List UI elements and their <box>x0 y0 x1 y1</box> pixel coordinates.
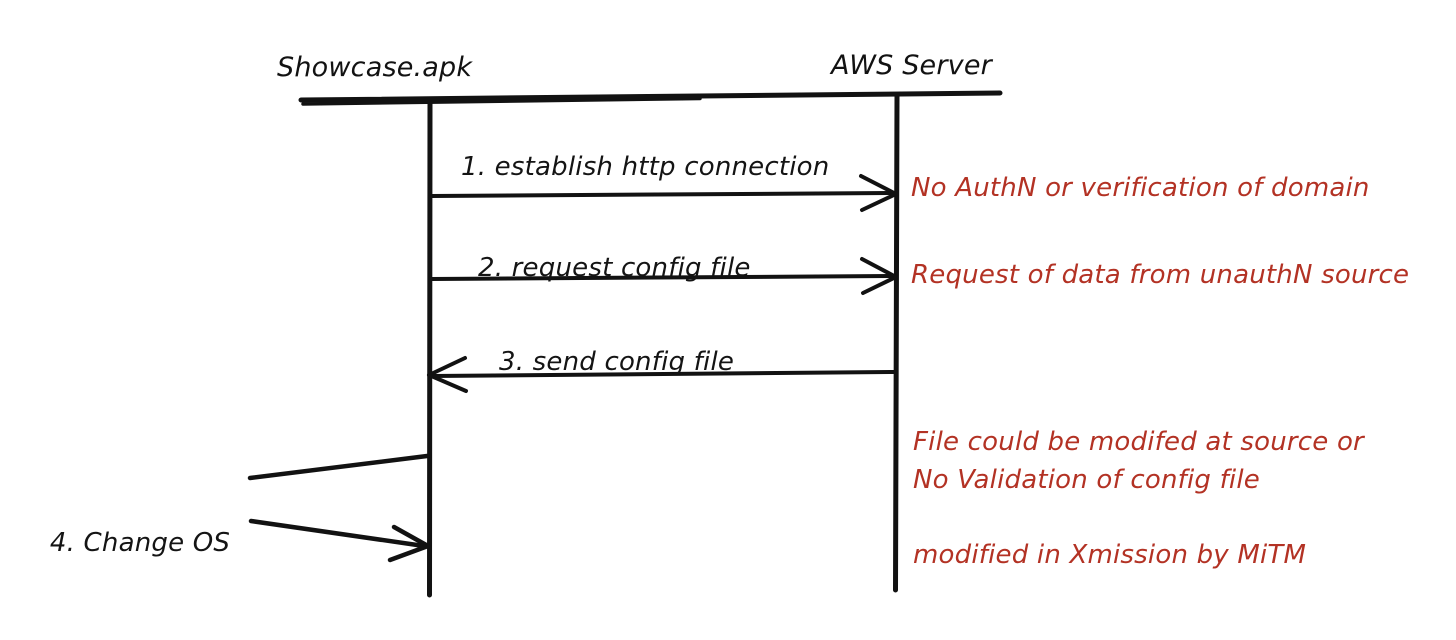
message-arrow-4-self-loop <box>247 453 431 563</box>
lifeline-server <box>893 92 900 593</box>
message-label-4-line1: 4. Change OS <box>49 528 231 558</box>
annotation-file-modified-line2: modified in Xmission by MiTM <box>913 540 1307 571</box>
annotation-unauthn-source: Request of data from unauthN source <box>911 260 1410 290</box>
message-label-1: 1. establish http connection <box>461 152 830 182</box>
message-label-2: 2. request config file <box>478 253 751 283</box>
message-arrow-1 <box>429 174 898 212</box>
annotation-no-validation: No Validation of config file <box>913 465 1260 495</box>
actor-label-client: Showcase.apk <box>277 52 473 83</box>
annotation-no-authn: No AuthN or verification of domain <box>911 173 1370 203</box>
header-rule <box>298 90 1003 106</box>
lifeline-client <box>427 97 433 598</box>
annotation-file-modified: File could be modifed at source or modif… <box>913 349 1364 640</box>
message-arrow-3 <box>427 356 896 393</box>
actor-label-server: AWS Server <box>831 50 992 81</box>
message-label-4: 4. Change OS config <box>40 446 240 640</box>
annotation-file-modified-line1: File could be modifed at source or <box>913 427 1364 458</box>
message-arrow-2 <box>429 257 898 295</box>
message-label-3: 3. send config file <box>499 347 735 377</box>
